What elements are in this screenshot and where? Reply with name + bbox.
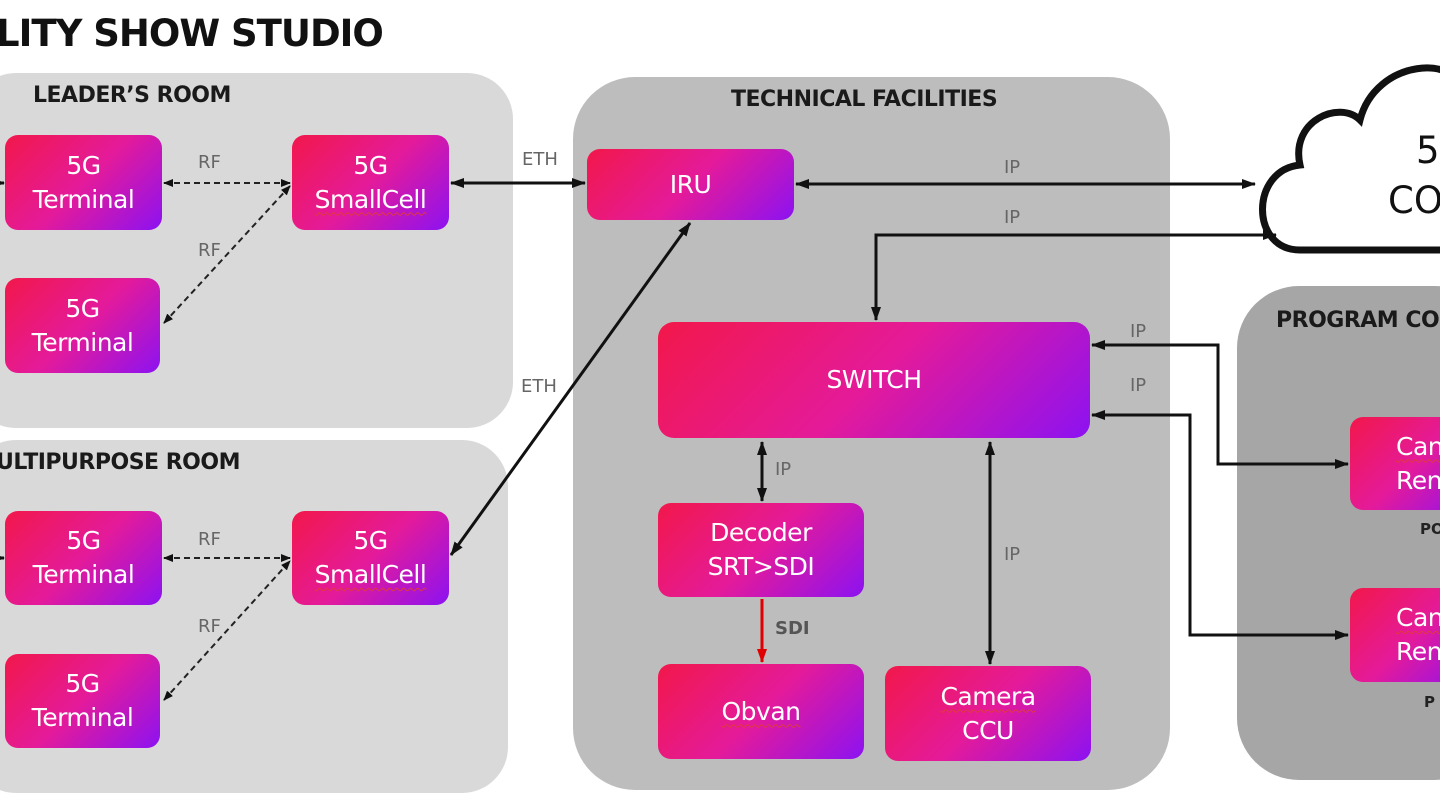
- node-label: Ren: [1396, 465, 1440, 495]
- node-label: 5G: [353, 150, 388, 180]
- technical-facilities-label: TECHNICAL FACILITIES: [731, 87, 998, 112]
- terminal-node[interactable]: 5G Terminal: [5, 278, 160, 373]
- eth-label: ETH: [522, 149, 558, 170]
- node-label: Camera: [940, 681, 1036, 711]
- ip-label: IP: [1004, 544, 1021, 565]
- ip-label: IP: [1004, 207, 1021, 228]
- terminal-node[interactable]: 5G Terminal: [5, 511, 162, 605]
- ip-link-program-a: [1091, 340, 1349, 469]
- node-label: SmallCell: [314, 184, 427, 214]
- camera-remote-sublabel: PO: [1420, 520, 1440, 538]
- switch-node[interactable]: SWITCH: [658, 322, 1090, 438]
- leaders-room-label: LEADER’S ROOM: [33, 83, 231, 108]
- sdi-label: SDI: [775, 618, 810, 639]
- program-control-label: PROGRAM CO: [1276, 308, 1440, 333]
- node-label: 5G: [353, 526, 388, 555]
- rf-link-leader-b: [163, 185, 291, 324]
- ip-label: IP: [1130, 375, 1147, 396]
- node-label: 5G: [66, 526, 101, 555]
- node-label: SRT>SDI: [707, 552, 815, 581]
- node-label: 5G: [65, 669, 100, 698]
- node-label: Terminal: [31, 703, 134, 732]
- node-label: Decoder: [710, 518, 812, 547]
- multipurpose-room-label: ULTIPURPOSE ROOM: [0, 450, 240, 475]
- node-label: Terminal: [32, 184, 135, 214]
- smallcell-node[interactable]: 5G SmallCell: [292, 135, 449, 230]
- smallcell-node[interactable]: 5G SmallCell: [292, 511, 449, 605]
- node-label: Obvan: [721, 696, 801, 726]
- cloud-label-line1: 5: [1416, 129, 1440, 172]
- cloud-label-line2: CO: [1388, 179, 1440, 222]
- node-label: Can: [1396, 603, 1440, 632]
- node-label: IRU: [669, 169, 712, 199]
- terminal-node[interactable]: 5G Terminal: [5, 654, 160, 748]
- rf-link-multi-b: [163, 560, 291, 701]
- ip-label: IP: [775, 459, 792, 480]
- ip-label: IP: [1130, 321, 1147, 342]
- rf-label: RF: [198, 152, 221, 173]
- cloud-shape: [1259, 64, 1440, 254]
- eth-label: ETH: [521, 376, 557, 397]
- node-label: Can: [1396, 431, 1440, 461]
- ip-link-switch-cloud: [871, 230, 1277, 321]
- node-label: SWITCH: [826, 365, 922, 394]
- node-label: CCU: [962, 715, 1014, 745]
- iru-node[interactable]: IRU: [587, 149, 794, 220]
- obvan-node[interactable]: Obvan: [658, 664, 864, 759]
- rf-label: RF: [198, 529, 221, 550]
- node-label: 5G: [65, 293, 100, 323]
- ip-link-program-b: [1091, 410, 1349, 640]
- node-label: 5G: [66, 150, 101, 180]
- ip-label: IP: [1004, 157, 1021, 178]
- node-label: Terminal: [31, 327, 134, 357]
- node-label: Terminal: [32, 560, 135, 589]
- rf-label: RF: [198, 616, 221, 637]
- terminal-node[interactable]: 5G Terminal: [5, 135, 162, 230]
- eth-link-multi: [449, 222, 692, 556]
- node-label: SmallCell: [314, 560, 427, 589]
- camera-remote-sublabel: P: [1424, 693, 1435, 711]
- rf-label: RF: [198, 240, 221, 261]
- cloud-label: 5 CO: [1388, 126, 1440, 226]
- diagram-title: LITY SHOW STUDIO: [0, 12, 384, 55]
- node-label: Ren: [1396, 637, 1440, 666]
